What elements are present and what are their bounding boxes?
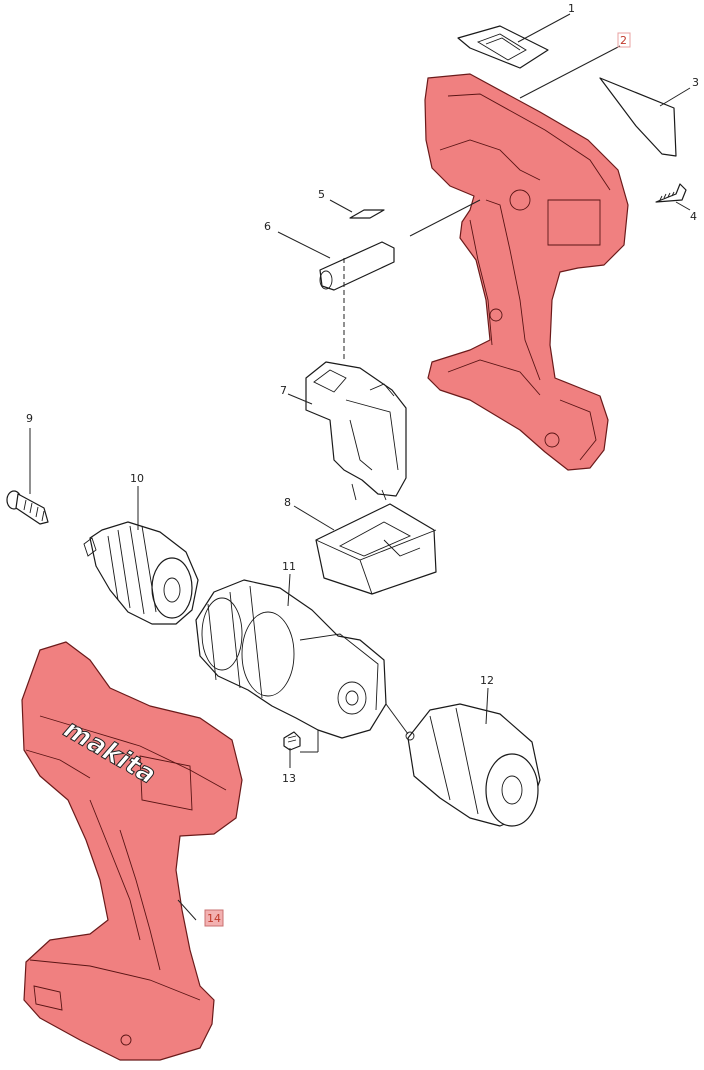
- part-housing-set-left[interactable]: makita: [21, 641, 243, 1061]
- part-keyless-drill-chuck[interactable]: [83, 521, 199, 625]
- callout-10[interactable]: 10: [130, 472, 144, 485]
- callout-1[interactable]: 1: [568, 2, 575, 15]
- part-small-screw[interactable]: [283, 731, 301, 751]
- callout-8[interactable]: 8: [284, 496, 291, 509]
- part-tapping-screw[interactable]: [655, 183, 687, 203]
- part-chuck-screw[interactable]: [6, 490, 49, 525]
- callout-14-highlight-box: [204, 909, 224, 927]
- callout-2[interactable]: 2: [620, 34, 627, 47]
- part-switch-spring[interactable]: [349, 209, 385, 219]
- callout-13[interactable]: 13: [282, 772, 296, 785]
- callout-5[interactable]: 5: [318, 188, 325, 201]
- part-battery-terminal[interactable]: [315, 503, 437, 595]
- part-dc-motor[interactable]: [405, 703, 541, 827]
- part-housing-set-right[interactable]: [424, 73, 629, 471]
- callout-9[interactable]: 9: [26, 412, 33, 425]
- part-name-plate[interactable]: [599, 77, 677, 157]
- callouts: 1 2 3 4 5 6 7 8 9 10 11 12 13 14: [26, 2, 699, 927]
- part-battery-cover-plate[interactable]: [457, 25, 549, 69]
- callout-14[interactable]: 14: [207, 912, 221, 925]
- callout-7[interactable]: 7: [280, 384, 287, 397]
- part-switch[interactable]: [305, 361, 407, 501]
- callout-2-highlight-box: [617, 32, 631, 48]
- callout-11[interactable]: 11: [282, 560, 296, 573]
- callout-4[interactable]: 4: [690, 210, 697, 223]
- part-switch-trigger[interactable]: [319, 241, 395, 291]
- part-gear-assembly[interactable]: [195, 579, 387, 739]
- callout-3[interactable]: 3: [692, 76, 699, 89]
- callout-6[interactable]: 6: [264, 220, 271, 233]
- leader-lines: [29, 13, 691, 921]
- callout-12[interactable]: 12: [480, 674, 494, 687]
